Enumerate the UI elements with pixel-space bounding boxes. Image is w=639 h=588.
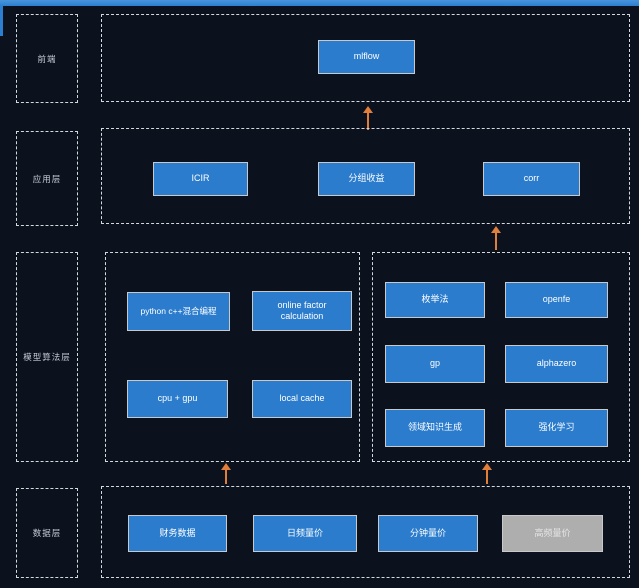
node-online-factor-calculation: online factor calculation <box>252 291 352 331</box>
node-daily-volume-price: 日频量价 <box>253 515 357 552</box>
arrow-head-icon <box>491 226 501 233</box>
arrow-shaft <box>225 468 227 484</box>
arrow-head-icon <box>482 463 492 470</box>
arrow-up-application-to-frontend <box>363 106 373 130</box>
layer-label-data: 数据层 <box>16 488 78 578</box>
layer-label-frontend: 前端 <box>16 14 78 103</box>
node-reinforcement-learning: 强化学习 <box>505 409 608 447</box>
layer-container-application <box>101 128 630 224</box>
arrow-shaft <box>495 231 497 250</box>
node-enumeration: 枚举法 <box>385 282 485 318</box>
arrow-up-data-to-model-right <box>482 463 492 484</box>
layer-label-text: 模型算法层 <box>23 352 71 362</box>
layer-container-data <box>101 486 630 578</box>
node-gp: gp <box>385 345 485 383</box>
layer-label-text: 应用层 <box>32 173 62 184</box>
arrow-shaft <box>486 468 488 484</box>
layer-label-model-algorithm: 模型算法层 <box>16 252 78 462</box>
node-icir: ICIR <box>153 162 248 196</box>
node-financial-data: 财务数据 <box>128 515 227 552</box>
node-corr: corr <box>483 162 580 196</box>
node-minute-volume-price: 分钟量价 <box>378 515 478 552</box>
node-python-cpp: python c++混合编程 <box>127 292 230 331</box>
arrow-up-data-to-model-left <box>221 463 231 484</box>
node-mlflow: mlflow <box>318 40 415 74</box>
arrow-head-icon <box>221 463 231 470</box>
arrow-head-icon <box>363 106 373 113</box>
node-alphazero: alphazero <box>505 345 608 383</box>
layer-label-text: 数据层 <box>32 528 62 538</box>
node-domain-knowledge-generation: 领域知识生成 <box>385 409 485 447</box>
node-group-returns: 分组收益 <box>318 162 415 196</box>
left-accent-bar <box>0 6 3 36</box>
top-accent-bar <box>0 0 639 6</box>
node-cpu-gpu: cpu + gpu <box>127 380 228 418</box>
arrow-shaft <box>367 111 369 130</box>
node-openfe: openfe <box>505 282 608 318</box>
arrow-up-model-to-application <box>491 226 501 250</box>
layer-label-text: 前端 <box>37 53 57 64</box>
layer-container-engineering <box>105 252 360 462</box>
layer-container-frontend <box>101 14 630 102</box>
layer-container-algorithms <box>372 252 630 462</box>
node-high-frequency-volume-price: 高频量价 <box>502 515 603 552</box>
node-local-cache: local cache <box>252 380 352 418</box>
layer-label-application: 应用层 <box>16 131 78 226</box>
